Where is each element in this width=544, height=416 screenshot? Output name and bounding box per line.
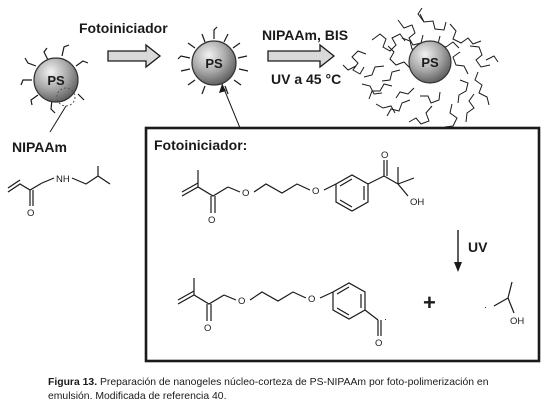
photoinitiator-structure [181, 160, 415, 213]
arrow-step-2 [267, 43, 336, 69]
monomers-step-label: NIPAAm, BIS [262, 27, 348, 43]
photoinitiator-step-label: Fotoiniciador [79, 20, 168, 36]
ps-particle-bare: PS [20, 44, 89, 133]
nanogel-core [408, 40, 452, 84]
uv-arrow [454, 230, 462, 272]
caption-text: Preparación de nanogeles núcleo-corteza … [48, 377, 489, 402]
conditions-step-label: UV a 45 °C [271, 71, 341, 87]
ps-particle-initiated: PS [177, 26, 249, 129]
caption-prefix: Figura 13. [48, 377, 98, 388]
plus-sign: + [423, 290, 436, 315]
o-atom-nipaam: O [27, 208, 34, 219]
nipaam-pointer-line [49, 105, 67, 133]
ps-core-label-2: PS [205, 56, 223, 71]
o-atom-ester-2: O [238, 296, 245, 307]
inset-title: Fotoiniciador: [154, 137, 247, 153]
radical-dot-2: · [484, 302, 487, 313]
nh-atom: NH [56, 174, 70, 185]
o-atom-carbonyl-1: O [208, 215, 215, 226]
ps-core-label: PS [47, 73, 65, 88]
inset-pointer-line [221, 83, 241, 129]
oh-atom-1: OH [410, 197, 424, 208]
nipaam-structure [7, 166, 111, 206]
o-atom-ketone: O [381, 150, 388, 161]
benzoyl-radical-structure [177, 278, 382, 336]
nipaam-highlight-circle [56, 87, 76, 107]
arrow-step-1 [107, 43, 162, 69]
o-atom-ether-2: O [308, 294, 315, 305]
monomer-name-label: NIPAAm [12, 139, 67, 155]
radical-dot-1: · [384, 314, 387, 325]
o-atom-aldehyde: O [375, 338, 382, 349]
figure-caption: Figura 13. Preparación de nanogeles núcl… [48, 376, 518, 404]
hydroxyalkyl-radical-structure [493, 281, 515, 314]
photoinitiator-inset [144, 126, 541, 363]
uv-label: UV [468, 239, 488, 255]
o-atom-ether-1: O [312, 186, 319, 197]
ps-core-label-3: PS [421, 55, 439, 70]
o-atom-carbonyl-2: O [204, 323, 211, 334]
o-atom-ester-1: O [242, 188, 249, 199]
oh-atom-2: OH [510, 316, 524, 327]
